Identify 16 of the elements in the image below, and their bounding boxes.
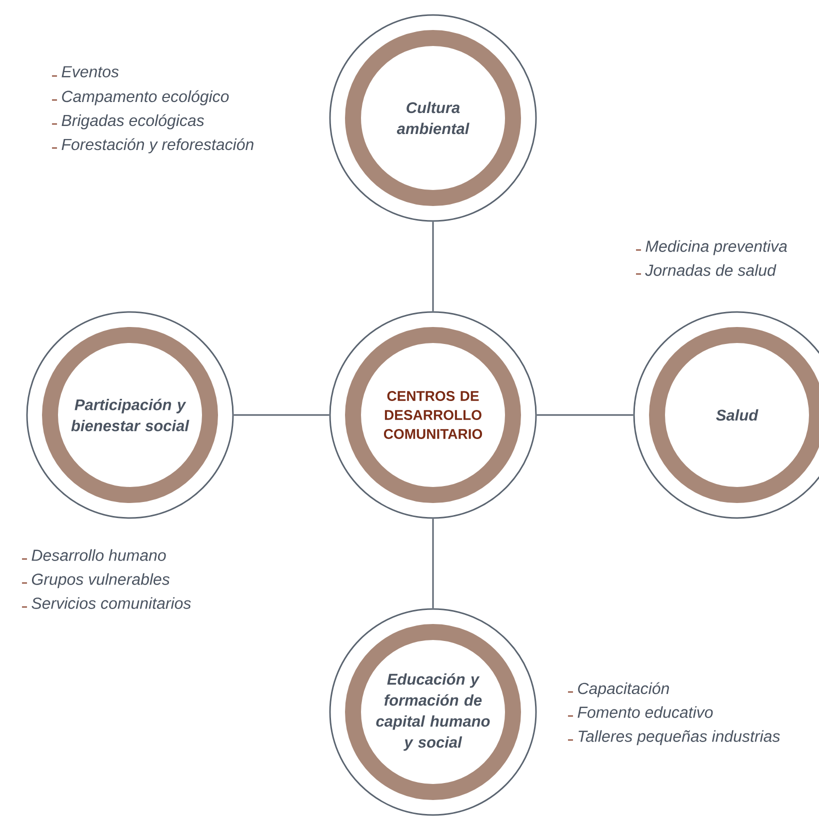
connector-line: [536, 414, 634, 416]
list-item: Brigadas ecológicas: [52, 114, 204, 130]
list-item: Grupos vulnerables: [22, 573, 170, 588]
connector-line: [234, 414, 330, 416]
list-item: Talleres pequeñas industrias: [568, 730, 780, 746]
list-item: Servicios comunitarios: [22, 597, 191, 609]
list-item: Desarrollo humano: [22, 549, 166, 561]
list-item: Capacitación: [568, 682, 669, 698]
list-item: Jornadas de salud: [636, 264, 776, 276]
connector-line: [432, 518, 434, 608]
list-item: Campamento ecológico: [52, 90, 229, 106]
connector-line: [432, 222, 434, 312]
list-item: Fomento educativo: [568, 706, 713, 718]
list-item: Medicina preventiva: [636, 240, 787, 256]
list-item: Forestación y reforestación: [52, 138, 254, 154]
list-item: Eventos: [52, 66, 119, 78]
